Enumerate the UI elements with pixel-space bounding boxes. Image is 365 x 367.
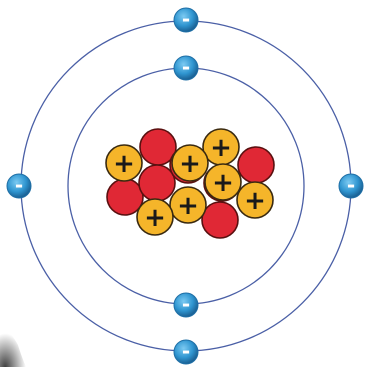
proton: + (172, 145, 208, 181)
plus-sign-icon: + (144, 203, 166, 233)
neutron-ball (202, 202, 238, 238)
electrons: - - - - - - (7, 7, 363, 364)
inner-orbit (68, 68, 304, 304)
plus-sign-icon: + (177, 191, 199, 221)
electron: - (174, 55, 198, 80)
nucleus: + + + + + + + (106, 129, 274, 238)
electron: - (174, 7, 198, 32)
electron: - (174, 339, 198, 364)
minus-sign-icon: - (182, 292, 190, 316)
proton: + (205, 164, 241, 200)
minus-sign-icon: - (15, 173, 23, 197)
plus-sign-icon: + (244, 186, 266, 216)
plus-sign-icon: + (113, 149, 135, 179)
minus-sign-icon: - (182, 339, 190, 363)
proton: + (170, 187, 206, 223)
electron: - (174, 292, 198, 317)
minus-sign-icon: - (182, 55, 190, 79)
minus-sign-icon: - (347, 173, 355, 197)
electron: - (339, 173, 363, 198)
neutron (107, 179, 143, 215)
proton: + (106, 145, 142, 181)
minus-sign-icon: - (182, 7, 190, 31)
neutron-ball (238, 147, 274, 183)
plus-sign-icon: + (212, 168, 234, 198)
neutron-ball (139, 165, 175, 201)
proton: + (237, 182, 273, 218)
proton: + (137, 199, 173, 235)
plus-sign-icon: + (210, 133, 232, 163)
corner-shadow (0, 325, 26, 367)
neutron-ball (107, 179, 143, 215)
neutron (202, 202, 238, 238)
electron: - (7, 173, 31, 198)
neutron (139, 165, 175, 201)
neutron (238, 147, 274, 183)
plus-sign-icon: + (179, 149, 201, 179)
